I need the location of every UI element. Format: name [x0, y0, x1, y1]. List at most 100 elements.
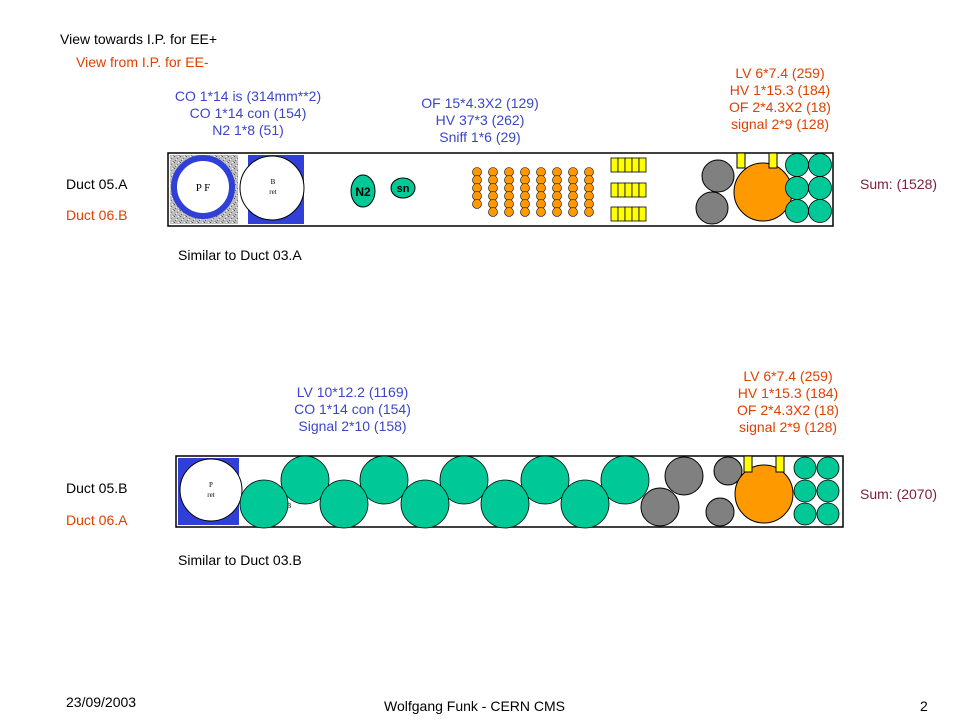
of-fibre-dot	[472, 167, 482, 177]
green-cable	[785, 199, 809, 223]
bottom-yellow-tab-1	[743, 455, 753, 473]
of-fibre-dot	[568, 183, 578, 193]
of-fibre-dot	[536, 199, 546, 209]
top-mid-line-1: OF 15*4.3X2 (129)	[421, 95, 539, 111]
green-cable	[793, 479, 817, 503]
bottom-duct-label-b: Duct 06.A	[66, 512, 128, 528]
lv-cable	[560, 479, 610, 529]
signal-connector-cell	[631, 182, 640, 198]
green-cable	[793, 456, 817, 480]
top-grey-cable-1	[701, 159, 735, 193]
bottom-mid-line-1: LV 10*12.2 (1169)	[296, 384, 409, 400]
of-fibre-dot	[568, 167, 578, 177]
top-yellow-tab-1	[736, 152, 746, 169]
top-green-cable-grid	[785, 153, 832, 223]
green-cable	[816, 479, 840, 503]
top-signal-connector-rows	[610, 157, 647, 222]
top-right-cable-list: LV 6*7.4 (259) HV 1*15.3 (184) OF 2*4.3X…	[700, 65, 860, 133]
of-fibre-dot	[568, 175, 578, 185]
of-fibre-dot	[488, 191, 498, 201]
bottom-duct: P ret B	[175, 455, 844, 529]
top-mid-line-3: Sniff 1*6 (29)	[439, 129, 521, 145]
bottom-right-line-1: LV 6*7.4 (259)	[743, 368, 833, 384]
top-right-line-2: HV 1*15.3 (184)	[729, 82, 831, 98]
of-fibre-dot	[504, 199, 514, 209]
top-n2-cable	[350, 174, 376, 208]
of-fibre-dot	[488, 207, 498, 217]
bottom-grey-cable-2	[640, 487, 680, 527]
of-fibre-dot	[568, 207, 578, 217]
top-sniff-label: sn	[397, 183, 410, 195]
of-fibre-dot	[584, 207, 594, 217]
of-fibre-dot	[472, 199, 482, 209]
top-bret-pipe	[239, 155, 305, 221]
bottom-orange-lv-cable	[734, 464, 794, 524]
of-fibre-dot	[520, 191, 530, 201]
lv-cable	[359, 455, 409, 505]
of-fibre-dot	[536, 207, 546, 217]
signal-connector-cell	[610, 157, 619, 173]
view-ee-minus-title: View from I.P. for EE-	[76, 54, 209, 70]
bottom-right-line-2: HV 1*15.3 (184)	[737, 385, 839, 401]
top-pf-pipe	[171, 155, 235, 219]
green-cable	[785, 153, 809, 177]
of-fibre-dot	[504, 167, 514, 177]
top-duct: P F B ret N2 sn	[167, 152, 834, 227]
of-fibre-dot	[488, 167, 498, 177]
top-right-line-3: OF 2*4.3X2 (18)	[729, 99, 831, 115]
bottom-duct-similar-note: Similar to Duct 03.B	[178, 552, 302, 568]
of-fibre-dot	[536, 191, 546, 201]
signal-connector-cell	[624, 157, 633, 173]
lv-cable	[520, 455, 570, 505]
top-yellow-tab-2	[768, 152, 778, 169]
of-fibre-dot	[552, 167, 562, 177]
top-left-line-1: CO 1*14 is (314mm**2)	[174, 88, 322, 104]
of-fibre-dot	[568, 191, 578, 201]
footer-page-number: 2	[920, 698, 928, 714]
top-duct-similar-note: Similar to Duct 03.A	[178, 247, 302, 263]
of-fibre-dot	[472, 175, 482, 185]
signal-connector-cell	[638, 206, 647, 222]
signal-connector-cell	[610, 182, 619, 198]
signal-connector-cell	[617, 157, 626, 173]
bottom-pret-label-ret: ret	[207, 491, 214, 499]
of-fibre-dot	[584, 183, 594, 193]
footer-date: 23/09/2003	[66, 694, 137, 710]
of-fibre-dot	[488, 183, 498, 193]
signal-connector-cell	[631, 157, 640, 173]
signal-connector-cell	[638, 157, 647, 173]
top-bret-label-b: B	[271, 178, 276, 186]
of-fibre-dot	[520, 167, 530, 177]
of-fibre-dot	[504, 207, 514, 217]
top-optical-fibre-grid	[472, 167, 594, 217]
top-right-line-1: LV 6*7.4 (259)	[735, 65, 825, 81]
bottom-right-line-4: signal 2*9 (128)	[738, 419, 838, 435]
top-left-line-3: N2 1*8 (51)	[212, 122, 284, 138]
top-pf-label: P F	[196, 182, 211, 194]
signal-connector-cell	[617, 182, 626, 198]
lv-cable	[600, 455, 650, 505]
green-cable	[816, 456, 840, 480]
bottom-mid-line-2: CO 1*14 con (154)	[294, 401, 411, 417]
of-fibre-dot	[584, 167, 594, 177]
green-cable	[793, 502, 817, 526]
of-fibre-dot	[520, 199, 530, 209]
signal-connector-cell	[638, 182, 647, 198]
lv-cable	[280, 455, 330, 505]
lv-cable	[239, 479, 289, 529]
bottom-grey-cable-4	[705, 497, 735, 527]
of-fibre-dot	[520, 183, 530, 193]
of-fibre-dot	[584, 191, 594, 201]
lv-cable	[319, 479, 369, 529]
bottom-pret-label-p: P	[209, 481, 213, 489]
top-orange-lv-cable	[733, 162, 793, 222]
top-duct-label-a: Duct 05.A	[66, 176, 128, 192]
bottom-pret-pipe	[179, 458, 243, 522]
of-fibre-dot	[584, 175, 594, 185]
signal-connector-cell	[624, 182, 633, 198]
top-n2-label: N2	[355, 185, 371, 199]
signal-connector-cell	[624, 206, 633, 222]
of-fibre-dot	[488, 175, 498, 185]
of-fibre-dot	[568, 199, 578, 209]
